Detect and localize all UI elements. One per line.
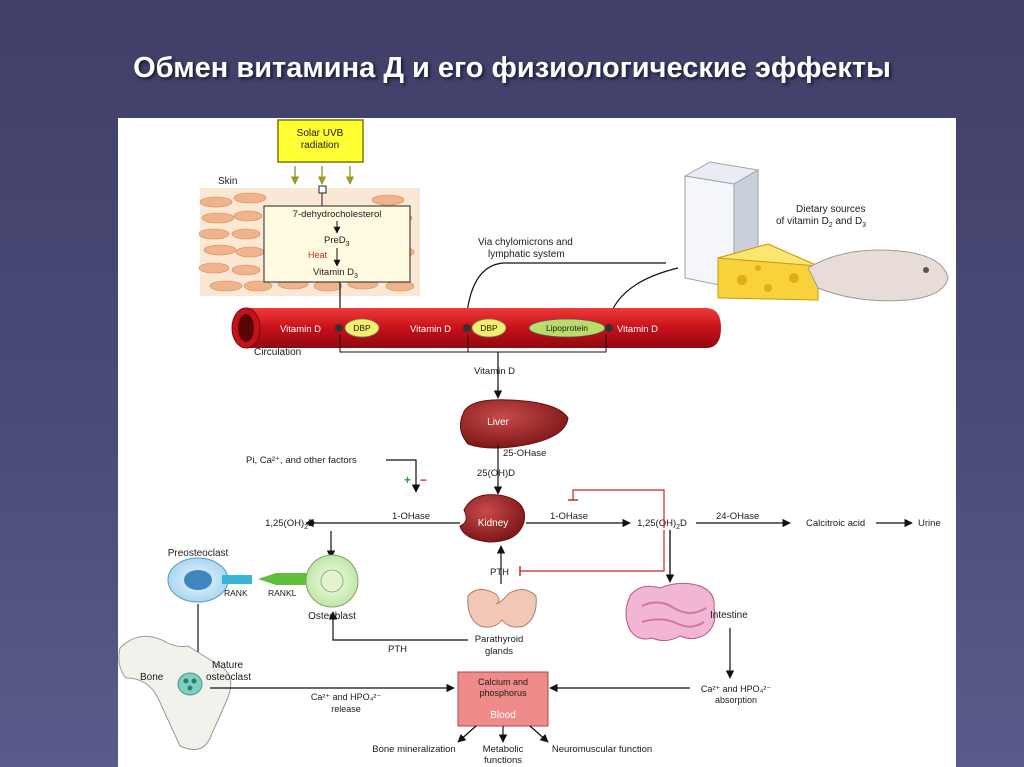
rank-receptor — [222, 575, 252, 584]
dbp-label-1: DBP — [353, 323, 371, 333]
heat-label: Heat — [308, 250, 328, 260]
solar-label-1: Solar UVB — [297, 128, 344, 139]
rank-label: RANK — [224, 588, 248, 598]
absorption-label-1: Ca²⁺ and HPO₄²⁻ — [701, 684, 771, 694]
calcitroic-label: Calcitroic acid — [806, 518, 865, 529]
solar-uvb-box: Solar UVB radiation — [277, 119, 364, 163]
mature-label-2: osteoclast — [206, 672, 251, 683]
parathyroid-label-1: Parathyroid — [475, 634, 524, 645]
calcium-label-2: phosphorus — [479, 688, 527, 698]
rankl-label: RANKL — [268, 588, 297, 598]
dbp-label-2: DBP — [480, 323, 498, 333]
dietary-sources-label-2: of vitamin D2 and D3 — [776, 216, 866, 229]
intestine-icon — [625, 582, 716, 642]
release-label-1: Ca²⁺ and HPO₄²⁻ — [311, 692, 381, 702]
factors-arrow — [386, 459, 421, 493]
vitamin-d-vessel-label-1: Vitamin D — [280, 324, 321, 335]
kidney-label: Kidney — [478, 518, 509, 529]
slide-title: Обмен витамина Д и его физиологические э… — [133, 52, 891, 84]
dbp-pill-2 — [471, 318, 507, 338]
vitamin-d-vessel-label-3: Vitamin D — [617, 324, 658, 335]
uvb-arrows — [290, 166, 355, 185]
binding-dot — [335, 324, 343, 332]
skin-synthesis-box: 7-dehydrocholesterol PreD3 Heat Vitamin … — [263, 185, 411, 283]
vitamin-d-diagram: Solar UVB radiation Skin 7-dehydrocholes… — [118, 118, 956, 767]
fish-icon — [807, 249, 949, 302]
liver-label: Liver — [487, 417, 509, 428]
ohase24-label: 24-OHase — [716, 511, 759, 522]
vitamin-d-vessel-label-2: Vitamin D — [410, 324, 451, 335]
bone-icon — [118, 635, 232, 751]
ohase-inhibition-line — [572, 489, 665, 528]
bone-mineralization-label: Bone mineralization — [372, 744, 455, 755]
urine-label: Urine — [918, 518, 941, 529]
dihydroxy-left-label: 1,25(OH)2D — [265, 518, 315, 531]
metabolic-label-2: functions — [484, 755, 522, 766]
plus-sign: + — [404, 473, 411, 487]
ohase1-right-label: 1-OHase — [550, 511, 588, 522]
ohd25-label: 25(OH)D — [477, 468, 515, 479]
via-chylomicrons-label-2: lymphatic system — [488, 249, 565, 260]
ohase25-label: 25-OHase — [503, 448, 546, 459]
dietary-sources-label-1: Dietary sources — [796, 204, 865, 215]
ohase1-left-label: 1-OHase — [392, 511, 430, 522]
to-mineralization-arrow — [457, 725, 477, 743]
binding-dot — [463, 324, 471, 332]
minus-sign: − — [420, 473, 427, 487]
bone-label: Bone — [140, 672, 164, 683]
liver-icon — [459, 399, 569, 449]
lipoprotein-label: Lipoprotein — [546, 323, 588, 333]
pred3-label: PreD3 — [324, 235, 350, 248]
pi-factors-label: Pi, Ca²⁺, and other factors — [246, 455, 357, 466]
release-label-2: release — [331, 704, 361, 714]
dehydrocholesterol-label: 7-dehydrocholesterol — [293, 209, 382, 220]
circulation-label: Circulation — [254, 347, 301, 358]
pth-label: PTH — [490, 567, 509, 578]
mature-label-1: Mature — [212, 660, 244, 671]
to-neuromuscular-arrow — [529, 725, 549, 743]
preosteoclast-label: Preosteoclast — [168, 548, 229, 559]
solar-label-2: radiation — [301, 140, 339, 151]
rankl-ligand — [258, 573, 308, 585]
skin-label: Skin — [218, 176, 237, 187]
diagram-canvas: Solar UVB radiation Skin 7-dehydrocholes… — [118, 119, 949, 766]
dihydroxy-right-label: 1,25(OH)2D — [637, 518, 687, 531]
calcium-label-1: Calcium and — [478, 677, 528, 687]
absorption-label-2: absorption — [715, 695, 757, 705]
vitamin-d-to-liver-label: Vitamin D — [474, 366, 515, 377]
pth-bottom-label: PTH — [388, 644, 407, 655]
binding-dot — [605, 324, 613, 332]
pth-to-osteoblast-arrow — [328, 611, 468, 641]
dbp-pill-1 — [344, 318, 380, 338]
neuromuscular-label: Neuromuscular function — [552, 744, 652, 755]
parathyroid-icon — [467, 589, 537, 628]
calcium-blood-box: Calcium and phosphorus Blood — [457, 671, 549, 727]
mature-osteoclast-cell — [177, 672, 203, 696]
pth-inhibition-line — [520, 530, 665, 572]
parathyroid-label-2: glands — [485, 646, 513, 657]
vitamin-d3-label: Vitamin D3 — [313, 267, 358, 280]
cheese-icon — [717, 243, 819, 301]
intestine-label: Intestine — [710, 610, 748, 621]
blood-label: Blood — [490, 710, 516, 721]
kidney-icon — [459, 494, 526, 543]
via-chylomicrons-label-1: Via chylomicrons and — [478, 237, 573, 248]
osteoblast-label: Osteoblast — [308, 611, 356, 622]
metabolic-label-1: Metabolic — [483, 744, 524, 755]
